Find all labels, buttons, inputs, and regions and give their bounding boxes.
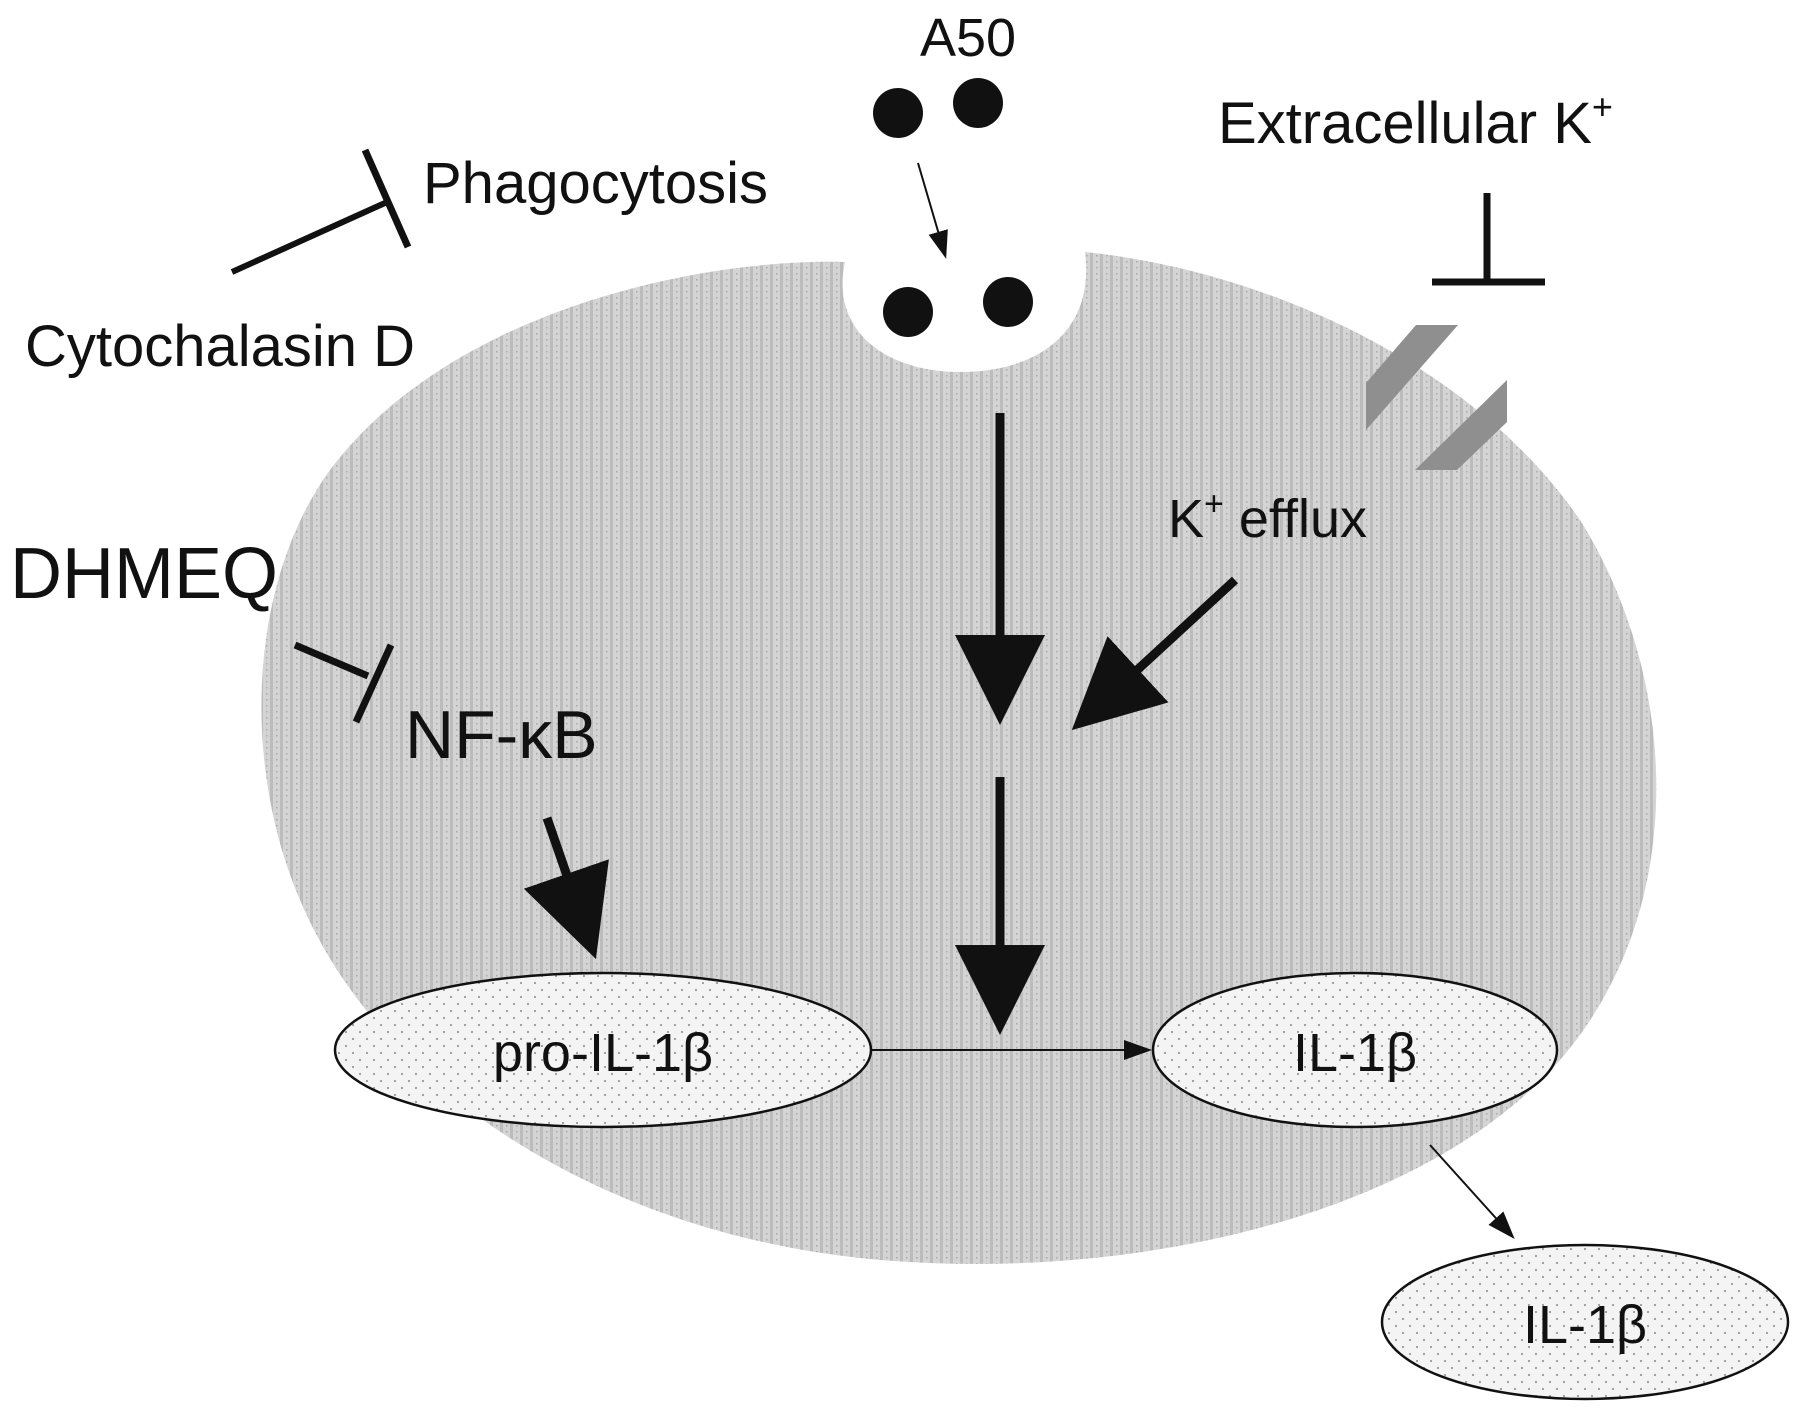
- nfkb-label: NF-κB: [405, 697, 598, 773]
- k-efflux-superscript: +: [1204, 485, 1224, 523]
- il1b-intracellular-node: [1151, 971, 1559, 1129]
- dhmeq-label: DHMEQ: [10, 534, 278, 614]
- secretion-arrow: [1429, 1144, 1515, 1239]
- extracellular-k-label: Extracellular K+: [1218, 86, 1613, 156]
- il1b-extracellular-node: [1380, 1243, 1790, 1401]
- a50-label: A50: [920, 8, 1016, 68]
- extracellular-k-inhibition: [1432, 193, 1545, 286]
- k-efflux-label: K+ efflux: [1168, 485, 1367, 549]
- a50-particles-outside: [873, 78, 1003, 138]
- a50-particles-internalized: [883, 277, 1033, 337]
- il1b-intracellular-label: IL-1β: [1293, 1023, 1417, 1083]
- pro-il1b-label: pro-IL-1β: [493, 1023, 713, 1083]
- dhmeq-inhibition: [293, 641, 395, 724]
- extracellular-k-superscript: +: [1592, 86, 1613, 127]
- cytochalasin-d-label: Cytochalasin D: [25, 314, 415, 379]
- k-channel: [1366, 325, 1507, 470]
- phagocytosis-label: Phagocytosis: [423, 151, 768, 216]
- k-efflux-arrow: [1071, 576, 1239, 731]
- pro-il1b-node: [333, 971, 873, 1129]
- nfkb-to-pro-il1b-arrow: [523, 816, 609, 960]
- il1b-extracellular-label: IL-1β: [1523, 1295, 1647, 1355]
- a50-uptake-arrow: [917, 162, 948, 259]
- cytochalasin-inhibition: [230, 148, 412, 275]
